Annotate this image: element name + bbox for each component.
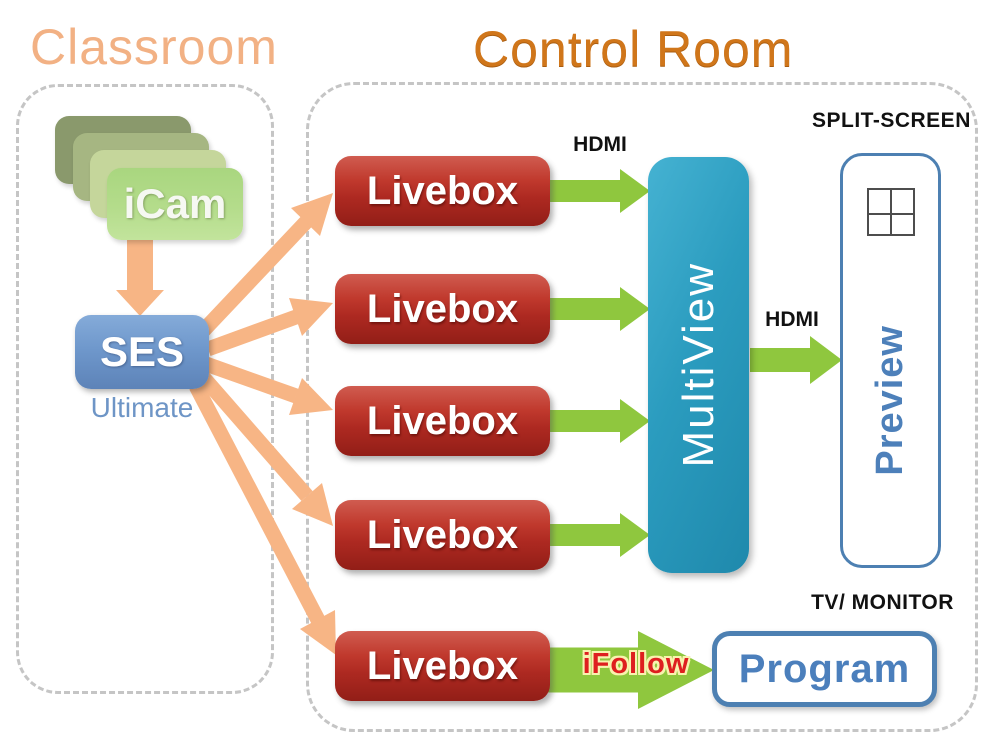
icam-box: iCam	[107, 168, 243, 240]
livebox-3: Livebox	[335, 386, 550, 456]
ses-box: SES	[75, 315, 209, 389]
program-label: Program	[738, 646, 911, 691]
livebox-4: Livebox	[335, 500, 550, 570]
ses-sublabel-ultimate: Ultimate	[90, 392, 194, 423]
livebox-4-label: Livebox	[366, 512, 519, 557]
ses-label: SES	[99, 328, 185, 375]
multiview-label: MultiView	[673, 262, 723, 468]
livebox-2: Livebox	[335, 274, 550, 344]
tv-monitor-caption: TV/ MONITOR	[811, 591, 954, 614]
livebox-2-label: Livebox	[366, 286, 519, 331]
preview-box: Preview	[840, 153, 941, 568]
livebox-5: Livebox	[335, 631, 550, 701]
icam-label: iCam	[123, 180, 227, 227]
preview-label-wrap: Preview	[869, 236, 912, 565]
split-screen-icon	[866, 188, 915, 236]
livebox-1-label: Livebox	[366, 168, 519, 213]
preview-label: Preview	[869, 325, 911, 476]
livebox-1: Livebox	[335, 156, 550, 226]
program-box: Program	[712, 631, 937, 707]
classroom-title: Classroom	[30, 19, 278, 75]
hdmi-label-livebox-to-multiview: HDMI	[573, 133, 627, 156]
livebox-5-label: Livebox	[366, 643, 519, 688]
split-screen-caption: SPLIT-SCREEN	[812, 109, 971, 132]
ifollow-label: iFollow	[582, 648, 690, 680]
hdmi-label-multiview-to-preview: HDMI	[765, 308, 819, 331]
livebox-3-label: Livebox	[366, 398, 519, 443]
multiview-box: MultiView	[648, 157, 749, 573]
control-room-title: Control Room	[473, 21, 794, 77]
